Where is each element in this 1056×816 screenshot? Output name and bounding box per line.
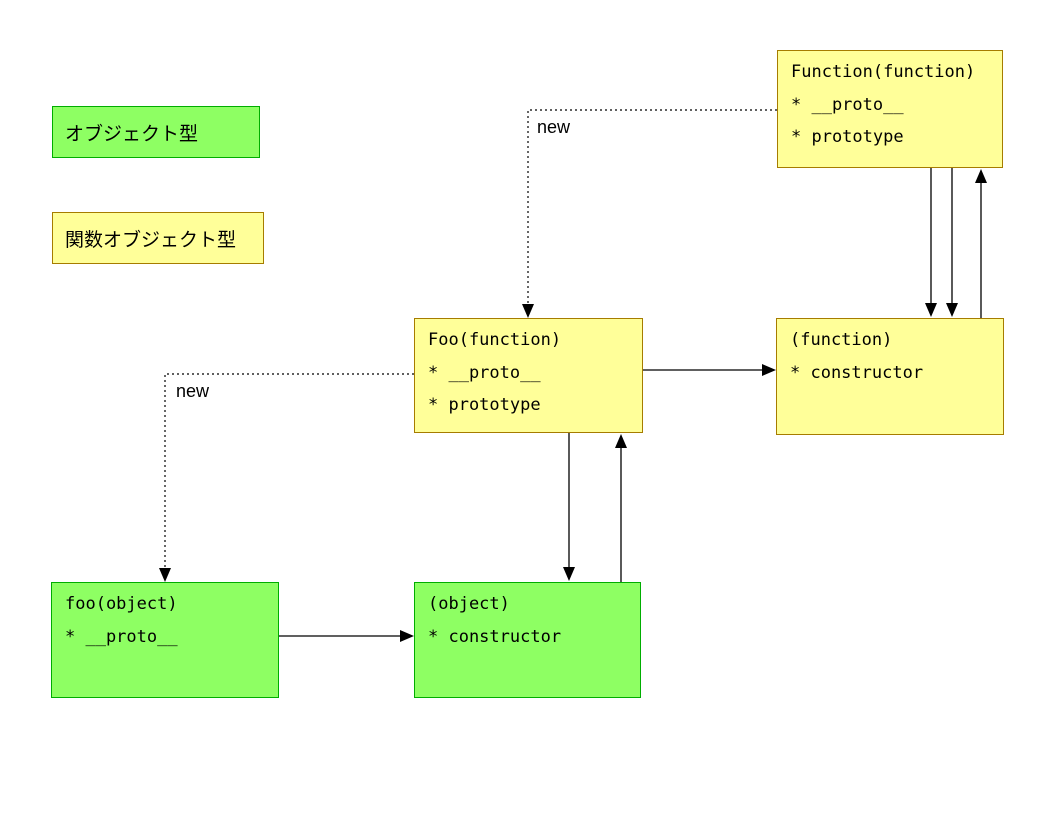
- node-field-prototype: * prototype: [791, 127, 904, 147]
- node-field-proto: * __proto__: [65, 627, 178, 647]
- node-foo-instance: foo(object) * __proto__: [51, 582, 279, 698]
- edge-new-foo-to-fooinstance: [164, 373, 414, 568]
- arrowhead-down-icon: [925, 303, 937, 317]
- node-title: Function(function): [791, 62, 976, 82]
- arrowhead-down-icon: [159, 568, 171, 582]
- legend-function-object-type: 関数オブジェクト型: [52, 212, 264, 264]
- node-field-prototype: * prototype: [428, 395, 541, 415]
- node-function-prototype: (function) * constructor: [776, 318, 1004, 435]
- node-title: (function): [790, 330, 893, 350]
- node-function-constructor: Function(function) * __proto__ * prototy…: [777, 50, 1003, 168]
- node-field-constructor: * constructor: [428, 627, 562, 647]
- arrowhead-right-icon: [400, 630, 414, 642]
- node-object-prototype: (object) * constructor: [414, 582, 641, 698]
- arrowhead-down-icon: [563, 567, 575, 581]
- arrowhead-up-icon: [615, 434, 627, 448]
- node-foo-constructor: Foo(function) * __proto__ * prototype: [414, 318, 643, 433]
- arrowhead-down-icon: [522, 304, 534, 318]
- arrowhead-right-icon: [762, 364, 776, 376]
- arrowhead-down-icon: [946, 303, 958, 317]
- node-title: (object): [428, 594, 510, 614]
- new-edge-label: new: [537, 117, 571, 137]
- node-title: foo(object): [65, 594, 178, 614]
- node-field-constructor: * constructor: [790, 363, 924, 383]
- legend-object-type: オブジェクト型: [52, 106, 260, 158]
- node-title: Foo(function): [428, 330, 562, 350]
- new-edge-label: new: [176, 381, 210, 401]
- edge-new-function-to-foo: [527, 109, 777, 304]
- node-field-proto: * __proto__: [791, 95, 904, 115]
- legend-function-object-type-label: 関数オブジェクト型: [65, 228, 237, 251]
- arrowhead-up-icon: [975, 169, 987, 183]
- node-field-proto: * __proto__: [428, 363, 541, 383]
- legend-object-type-label: オブジェクト型: [65, 122, 199, 145]
